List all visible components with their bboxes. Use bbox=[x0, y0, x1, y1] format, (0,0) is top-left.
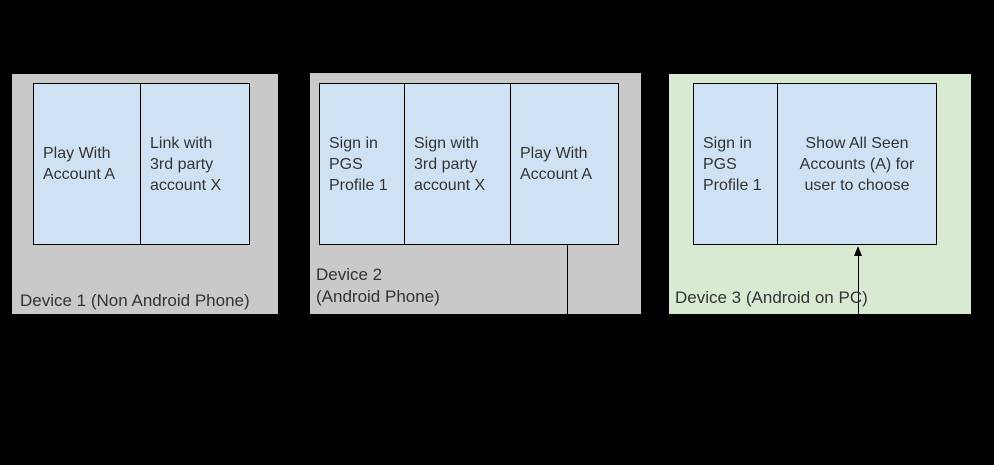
device-3-panel: Sign in PGS Profile 1 Show All Seen Acco… bbox=[669, 74, 971, 314]
connector-line-from-play-with-account-a bbox=[567, 245, 568, 314]
device-1-panel: Play With Account A Link with 3rd party … bbox=[12, 74, 278, 314]
device-2-steps-row: Sign in PGS Profile 1 Sign with 3rd part… bbox=[319, 83, 619, 245]
step-link-with-3rd-party-account-x: Link with 3rd party account X bbox=[140, 83, 250, 245]
step-show-all-seen-accounts: Show All Seen Accounts (A) for user to c… bbox=[777, 83, 937, 245]
step-sign-in-pgs-profile-1: Sign in PGS Profile 1 bbox=[319, 83, 405, 245]
step-sign-in-pgs-profile-1: Sign in PGS Profile 1 bbox=[693, 83, 778, 245]
step-play-with-account-a: Play With Account A bbox=[33, 83, 141, 245]
connector-arrow-into-show-all-seen-accounts bbox=[858, 255, 859, 314]
device-1-steps-row: Play With Account A Link with 3rd party … bbox=[33, 83, 250, 245]
device-2-panel: Sign in PGS Profile 1 Sign with 3rd part… bbox=[310, 73, 641, 314]
device-3-steps-row: Sign in PGS Profile 1 Show All Seen Acco… bbox=[693, 83, 937, 245]
arrowhead-up-icon bbox=[854, 246, 862, 256]
device-1-label: Device 1 (Non Android Phone) bbox=[20, 291, 250, 310]
step-play-with-account-a: Play With Account A bbox=[510, 83, 619, 245]
device-2-label: Device 2 (Android Phone) bbox=[316, 265, 440, 306]
step-sign-with-3rd-party-account-x: Sign with 3rd party account X bbox=[404, 83, 511, 245]
device-3-label: Device 3 (Android on PC) bbox=[675, 288, 868, 307]
